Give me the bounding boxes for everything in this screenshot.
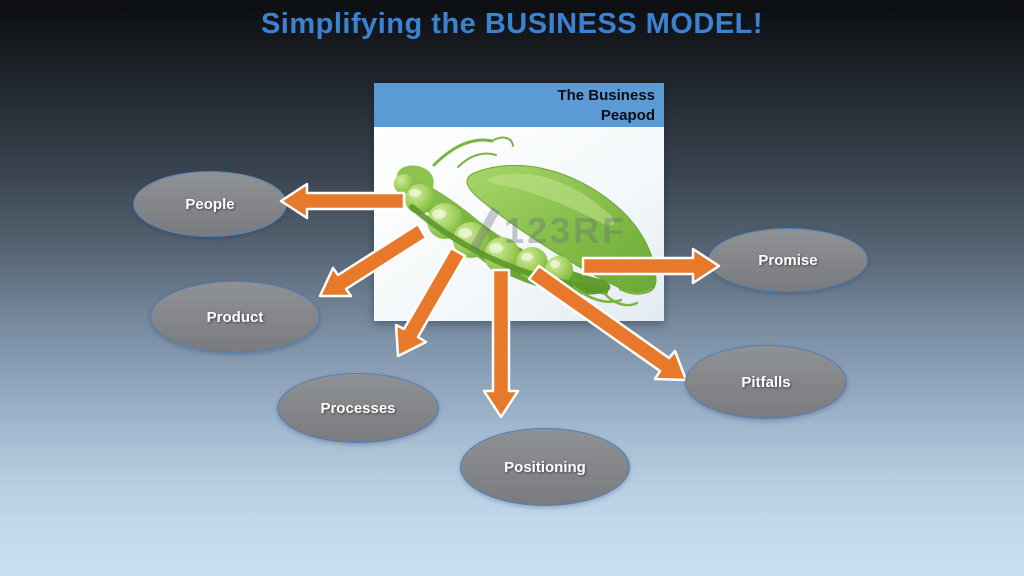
node-pitfalls-label: Pitfalls	[741, 373, 791, 391]
node-processes: Processes	[277, 373, 439, 443]
peapod-card-title: The Business Peapod	[374, 83, 664, 127]
node-promise: Promise	[708, 228, 868, 292]
node-promise-label: Promise	[758, 251, 818, 269]
stock-watermark: 123RF	[470, 206, 627, 252]
node-positioning: Positioning	[460, 428, 630, 506]
peapod-card-title-line1: The Business	[557, 87, 655, 104]
node-processes-label: Processes	[320, 399, 396, 417]
peapod-photo: 123RF	[374, 127, 664, 321]
node-product-label: Product	[206, 308, 264, 326]
closed-peapod-highlight	[487, 173, 615, 226]
slide-title: Simplifying the BUSINESS MODEL!	[260, 8, 764, 40]
node-people: People	[133, 171, 287, 237]
node-people-label: People	[185, 195, 235, 213]
pea-stem-wisps	[432, 136, 514, 168]
peapod-card-title-line2: Peapod	[600, 107, 655, 124]
node-pitfalls: Pitfalls	[685, 345, 847, 419]
node-product: Product	[150, 281, 320, 353]
svg-text:123RF: 123RF	[504, 210, 627, 251]
node-positioning-label: Positioning	[504, 458, 586, 476]
peapod-illustration: 123RF	[374, 127, 664, 321]
peapod-card: The Business Peapod	[374, 83, 664, 321]
